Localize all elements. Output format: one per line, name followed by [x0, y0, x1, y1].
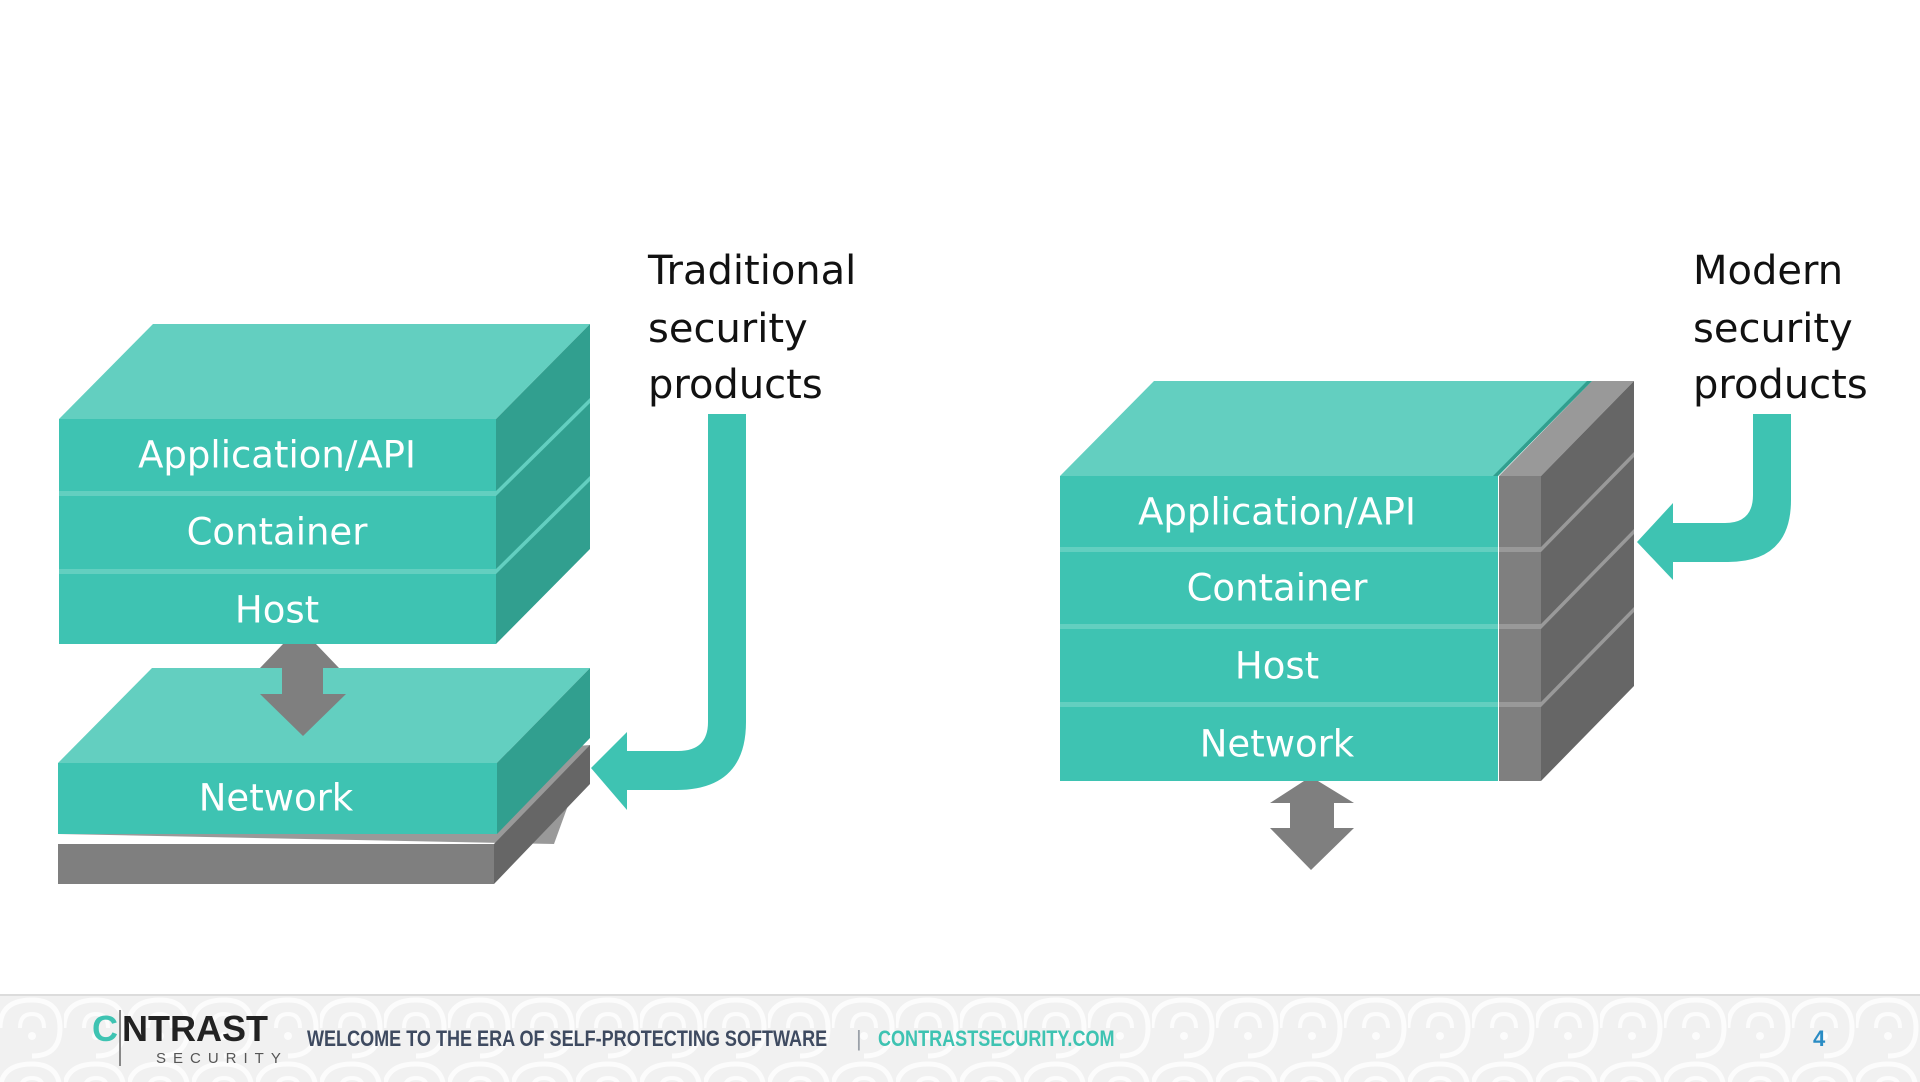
gray-shell-front	[1499, 707, 1541, 781]
gray-shell-separator	[1499, 624, 1541, 629]
left-stack-side-separator	[496, 398, 590, 496]
left-layer-label: Application/API	[138, 434, 416, 477]
right-layer-separator	[1060, 702, 1498, 707]
right-layer-label: Container	[1187, 567, 1369, 610]
right-layer-network	[1060, 707, 1498, 781]
right-layer-label: Network	[1200, 723, 1355, 766]
left-layer-host	[59, 574, 496, 644]
logo-divider	[119, 1010, 121, 1066]
left-caption-line: products	[648, 362, 823, 408]
left-caption-line: Traditional	[647, 248, 856, 294]
left-layer-separator	[59, 491, 496, 496]
right-stack-top-edge	[1493, 381, 1592, 476]
right-caption-line: security	[1693, 306, 1853, 352]
right-stack: Application/API Container Host Network	[1060, 381, 1634, 781]
gray-base-front	[58, 844, 494, 884]
network-side-face	[497, 668, 590, 834]
left-stack-side-separator	[496, 476, 590, 574]
left-layer-separator	[59, 569, 496, 574]
right-layer-container	[1060, 552, 1498, 624]
footer-separator: |	[856, 1026, 862, 1051]
left-layer-label: Host	[235, 589, 319, 632]
right-caption-line: products	[1693, 362, 1868, 408]
right-layer-application	[1060, 476, 1498, 547]
footer-pattern	[0, 996, 1920, 1082]
right-layer-label: Application/API	[1138, 491, 1416, 534]
gray-shell-front	[1499, 629, 1541, 702]
curved-arrow-icon	[591, 414, 746, 810]
left-layer-container	[59, 496, 496, 569]
gray-shell-separator	[1499, 702, 1541, 707]
right-layer-label: Host	[1235, 645, 1319, 688]
gray-shell-front	[1499, 552, 1541, 624]
curved-arrow-icon	[1637, 414, 1791, 580]
gray-side-separator	[1541, 607, 1634, 707]
left-stack: Application/API Container Host	[59, 324, 590, 644]
left-network-block: Network	[58, 668, 590, 884]
logo-subtext: SECURITY	[156, 1050, 288, 1067]
gray-side-separator	[1541, 529, 1634, 629]
footer-tagline: WELCOME TO THE ERA OF SELF-PROTECTING SO…	[307, 1026, 828, 1051]
left-stack-top-face	[59, 324, 590, 419]
right-layer-separator	[1060, 624, 1498, 629]
footer-website-link[interactable]: CONTRASTSECURITY.COM	[878, 1026, 1115, 1051]
logo-main-text: NTRAST	[122, 1008, 268, 1049]
left-layer-label: Container	[187, 511, 369, 554]
left-network-label: Network	[199, 777, 354, 820]
right-caption-line: Modern	[1693, 248, 1843, 294]
gray-side-separator	[1541, 452, 1634, 552]
gray-shell-separator	[1499, 547, 1541, 552]
right-stack-top-face	[1060, 381, 1592, 476]
network-top-face	[58, 668, 590, 763]
double-arrow-icon	[1270, 781, 1354, 870]
network-front-face	[58, 763, 497, 834]
right-layer-separator	[1060, 547, 1498, 552]
logo-c-letter: C	[92, 1008, 118, 1049]
left-stack-side-face	[496, 324, 590, 644]
left-layer-application	[59, 419, 496, 491]
double-arrow-icon	[260, 644, 346, 736]
right-layer-host	[1060, 629, 1498, 702]
gray-base-side-face	[494, 745, 590, 884]
gray-shell-front	[1499, 476, 1541, 547]
gray-shell-top	[1499, 381, 1634, 476]
left-caption-line: security	[648, 306, 808, 352]
page-number: 4	[1813, 1026, 1826, 1051]
